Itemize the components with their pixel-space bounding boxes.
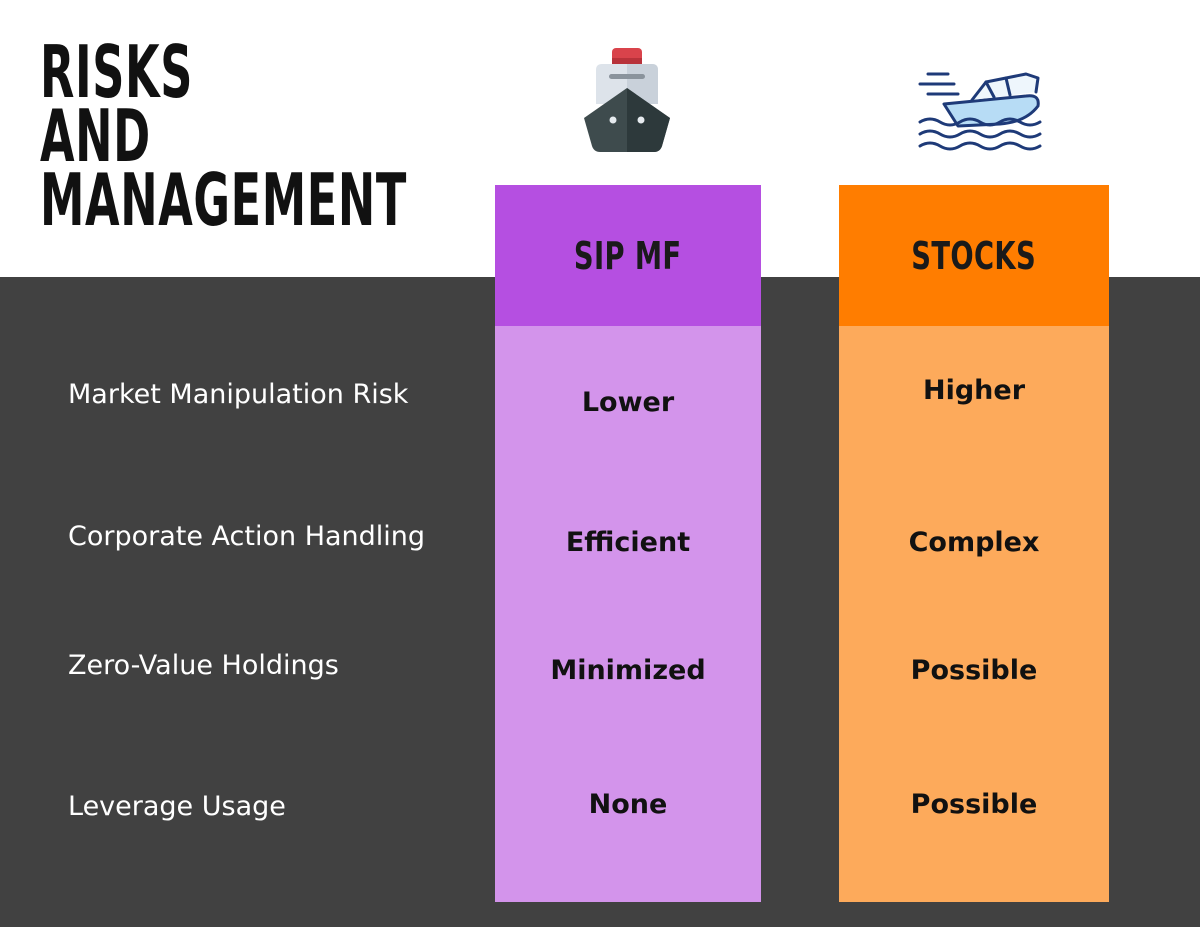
sip-cell-market-manipulation: Lower bbox=[581, 387, 675, 418]
stocks-cell-market-manipulation: Higher bbox=[922, 375, 1026, 406]
title-line-3: MANAGEMENT bbox=[40, 158, 407, 242]
sip-cell-corporate-action: Efficient bbox=[565, 527, 691, 558]
stocks-cell-zero-value: Possible bbox=[910, 655, 1038, 686]
sip-mf-header-label: SIP MF bbox=[574, 233, 682, 278]
page-title: RISKS AND MANAGEMENT bbox=[40, 30, 407, 242]
title-line-1: RISKS bbox=[40, 30, 193, 114]
stocks-cell-corporate-action: Complex bbox=[908, 527, 1040, 558]
speedboat-icon bbox=[914, 66, 1046, 152]
stocks-cell-leverage: Possible bbox=[910, 789, 1038, 820]
row-label-corporate-action: Corporate Action Handling bbox=[68, 521, 426, 552]
title-line-2: AND bbox=[40, 94, 151, 178]
sip-cell-leverage: None bbox=[588, 789, 668, 820]
stocks-header: STOCKS bbox=[839, 185, 1109, 326]
ship-icon bbox=[574, 46, 680, 156]
stocks-header-label: STOCKS bbox=[911, 233, 1037, 278]
sip-mf-header: SIP MF bbox=[495, 185, 761, 326]
stocks-column: STOCKS Higher Complex Possible Possible bbox=[839, 185, 1109, 902]
sip-cell-zero-value: Minimized bbox=[550, 655, 706, 686]
row-label-zero-value: Zero-Value Holdings bbox=[68, 650, 339, 681]
row-label-market-manipulation: Market Manipulation Risk bbox=[68, 379, 409, 410]
sip-mf-column: SIP MF Lower Efficient Minimized None bbox=[495, 185, 761, 902]
row-label-leverage: Leverage Usage bbox=[68, 791, 286, 822]
